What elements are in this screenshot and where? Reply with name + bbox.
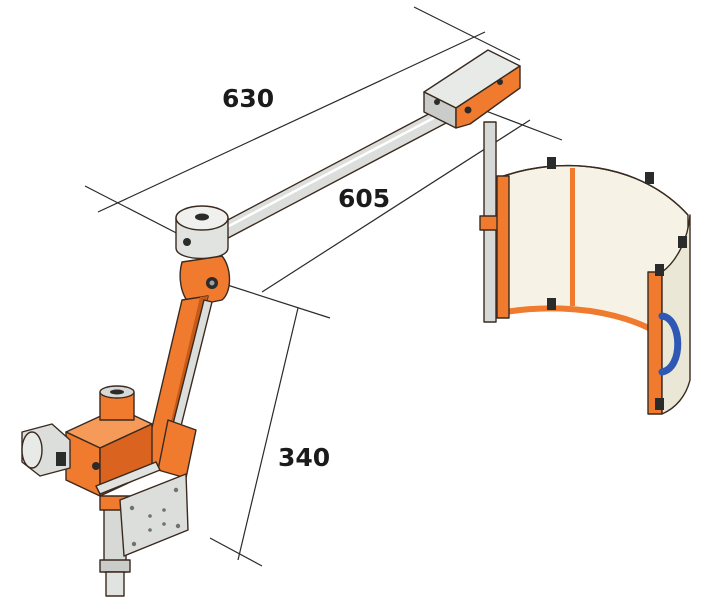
dimension-labels: 630 605 340 <box>222 84 390 472</box>
dim-340-line <box>237 307 299 561</box>
knuckle-hole <box>195 213 209 221</box>
dim-label-340: 340 <box>278 443 330 472</box>
base-mount <box>21 385 189 597</box>
shield-handle <box>658 312 682 376</box>
shield-clamp-6 <box>655 398 664 410</box>
joint-bolt-2 <box>434 99 440 105</box>
top-right-joint <box>423 49 521 129</box>
shield-clamp-4 <box>547 298 556 310</box>
base-post-foot <box>105 571 125 597</box>
shield-down-rod <box>479 121 501 323</box>
shield-clamp-3 <box>678 236 687 248</box>
joint-orange-side <box>455 65 521 129</box>
knuckle-bolt <box>183 238 191 246</box>
dim-label-605: 605 <box>338 184 390 213</box>
base-block-bolt <box>92 462 100 470</box>
dim-605-ext-right <box>477 107 563 141</box>
joint-bolt <box>464 106 472 114</box>
shield-clamp-5 <box>655 264 664 276</box>
mounting-plate <box>119 473 189 557</box>
shoulder-joint <box>179 255 231 307</box>
shield-post-right <box>647 271 663 415</box>
diagonal-arm <box>141 295 213 479</box>
dim-630-ext-right <box>413 6 521 61</box>
pivot-knuckle <box>175 205 229 260</box>
shoulder-pivot-cap <box>209 280 215 286</box>
joint-bolt-3 <box>497 79 503 85</box>
base-motor-cap <box>21 431 43 469</box>
shield-clamp-1 <box>547 157 556 169</box>
dim-340-ext-top <box>217 281 331 319</box>
shield-post-middle <box>570 168 575 306</box>
shield-clamp-2 <box>645 172 654 184</box>
curved-shield <box>496 157 691 415</box>
base-post-ring <box>99 559 131 573</box>
shield-post-left <box>496 175 510 319</box>
shoulder-housing <box>179 255 231 307</box>
base-motor-knob <box>56 452 66 466</box>
base-cylinder-hole <box>110 389 124 395</box>
dim-340-ext-bottom <box>209 537 263 567</box>
dim-label-630: 630 <box>222 84 274 113</box>
base-crossbar <box>95 461 161 495</box>
arm-tube-highlight <box>209 111 444 238</box>
mounting-plate-holes <box>129 487 181 547</box>
dim-630-ext-left <box>84 185 191 241</box>
horizontal-arm <box>204 107 449 247</box>
dim-630-line <box>97 31 486 213</box>
shield-frame-top <box>497 164 689 216</box>
